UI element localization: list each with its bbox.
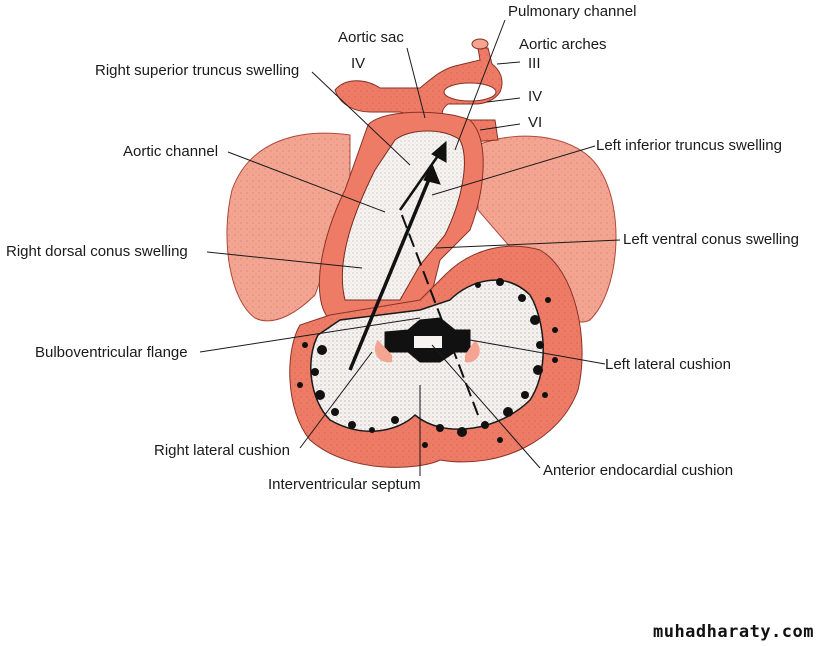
label-interventricular-septum: Interventricular septum xyxy=(268,476,421,493)
leader-lines xyxy=(199,19,621,476)
label-right-superior-truncus-swelling: Right superior truncus swelling xyxy=(95,62,300,79)
label-bulboventricular-flange: Bulboventricular flange xyxy=(35,344,188,361)
label-aortic-sac: Aortic sac xyxy=(338,29,404,46)
label-arch-iii: III xyxy=(528,55,541,72)
label-left-lateral-cushion: Left lateral cushion xyxy=(605,356,731,373)
heart-diagram: Pulmonary channel Aortic sac Aortic arch… xyxy=(6,3,799,493)
label-arch-vi: VI xyxy=(528,114,543,131)
aortic-arches-vessels xyxy=(334,38,503,143)
label-right-lateral-cushion: Right lateral cushion xyxy=(154,442,290,459)
label-aortic-arches: Aortic arches xyxy=(519,36,607,53)
label-anterior-endocardial-cushion: Anterior endocardial cushion xyxy=(543,462,734,479)
label-pulmonary-channel: Pulmonary channel xyxy=(508,3,637,20)
label-left-inferior-truncus-swelling: Left inferior truncus swelling xyxy=(596,137,782,154)
label-right-dorsal-conus-swelling: Right dorsal conus swelling xyxy=(6,243,188,260)
site-watermark: muhadharaty.com xyxy=(652,622,814,642)
label-aortic-channel: Aortic channel xyxy=(123,143,219,160)
label-arch-iv-left: IV xyxy=(528,88,543,105)
heart-illustration xyxy=(199,19,621,476)
flow-arrows xyxy=(348,140,479,416)
right-atrium xyxy=(226,132,351,322)
label-arch-iv-right: IV xyxy=(351,55,366,72)
label-left-ventral-conus-swelling: Left ventral conus swelling xyxy=(623,231,799,248)
ventricle xyxy=(289,245,583,468)
